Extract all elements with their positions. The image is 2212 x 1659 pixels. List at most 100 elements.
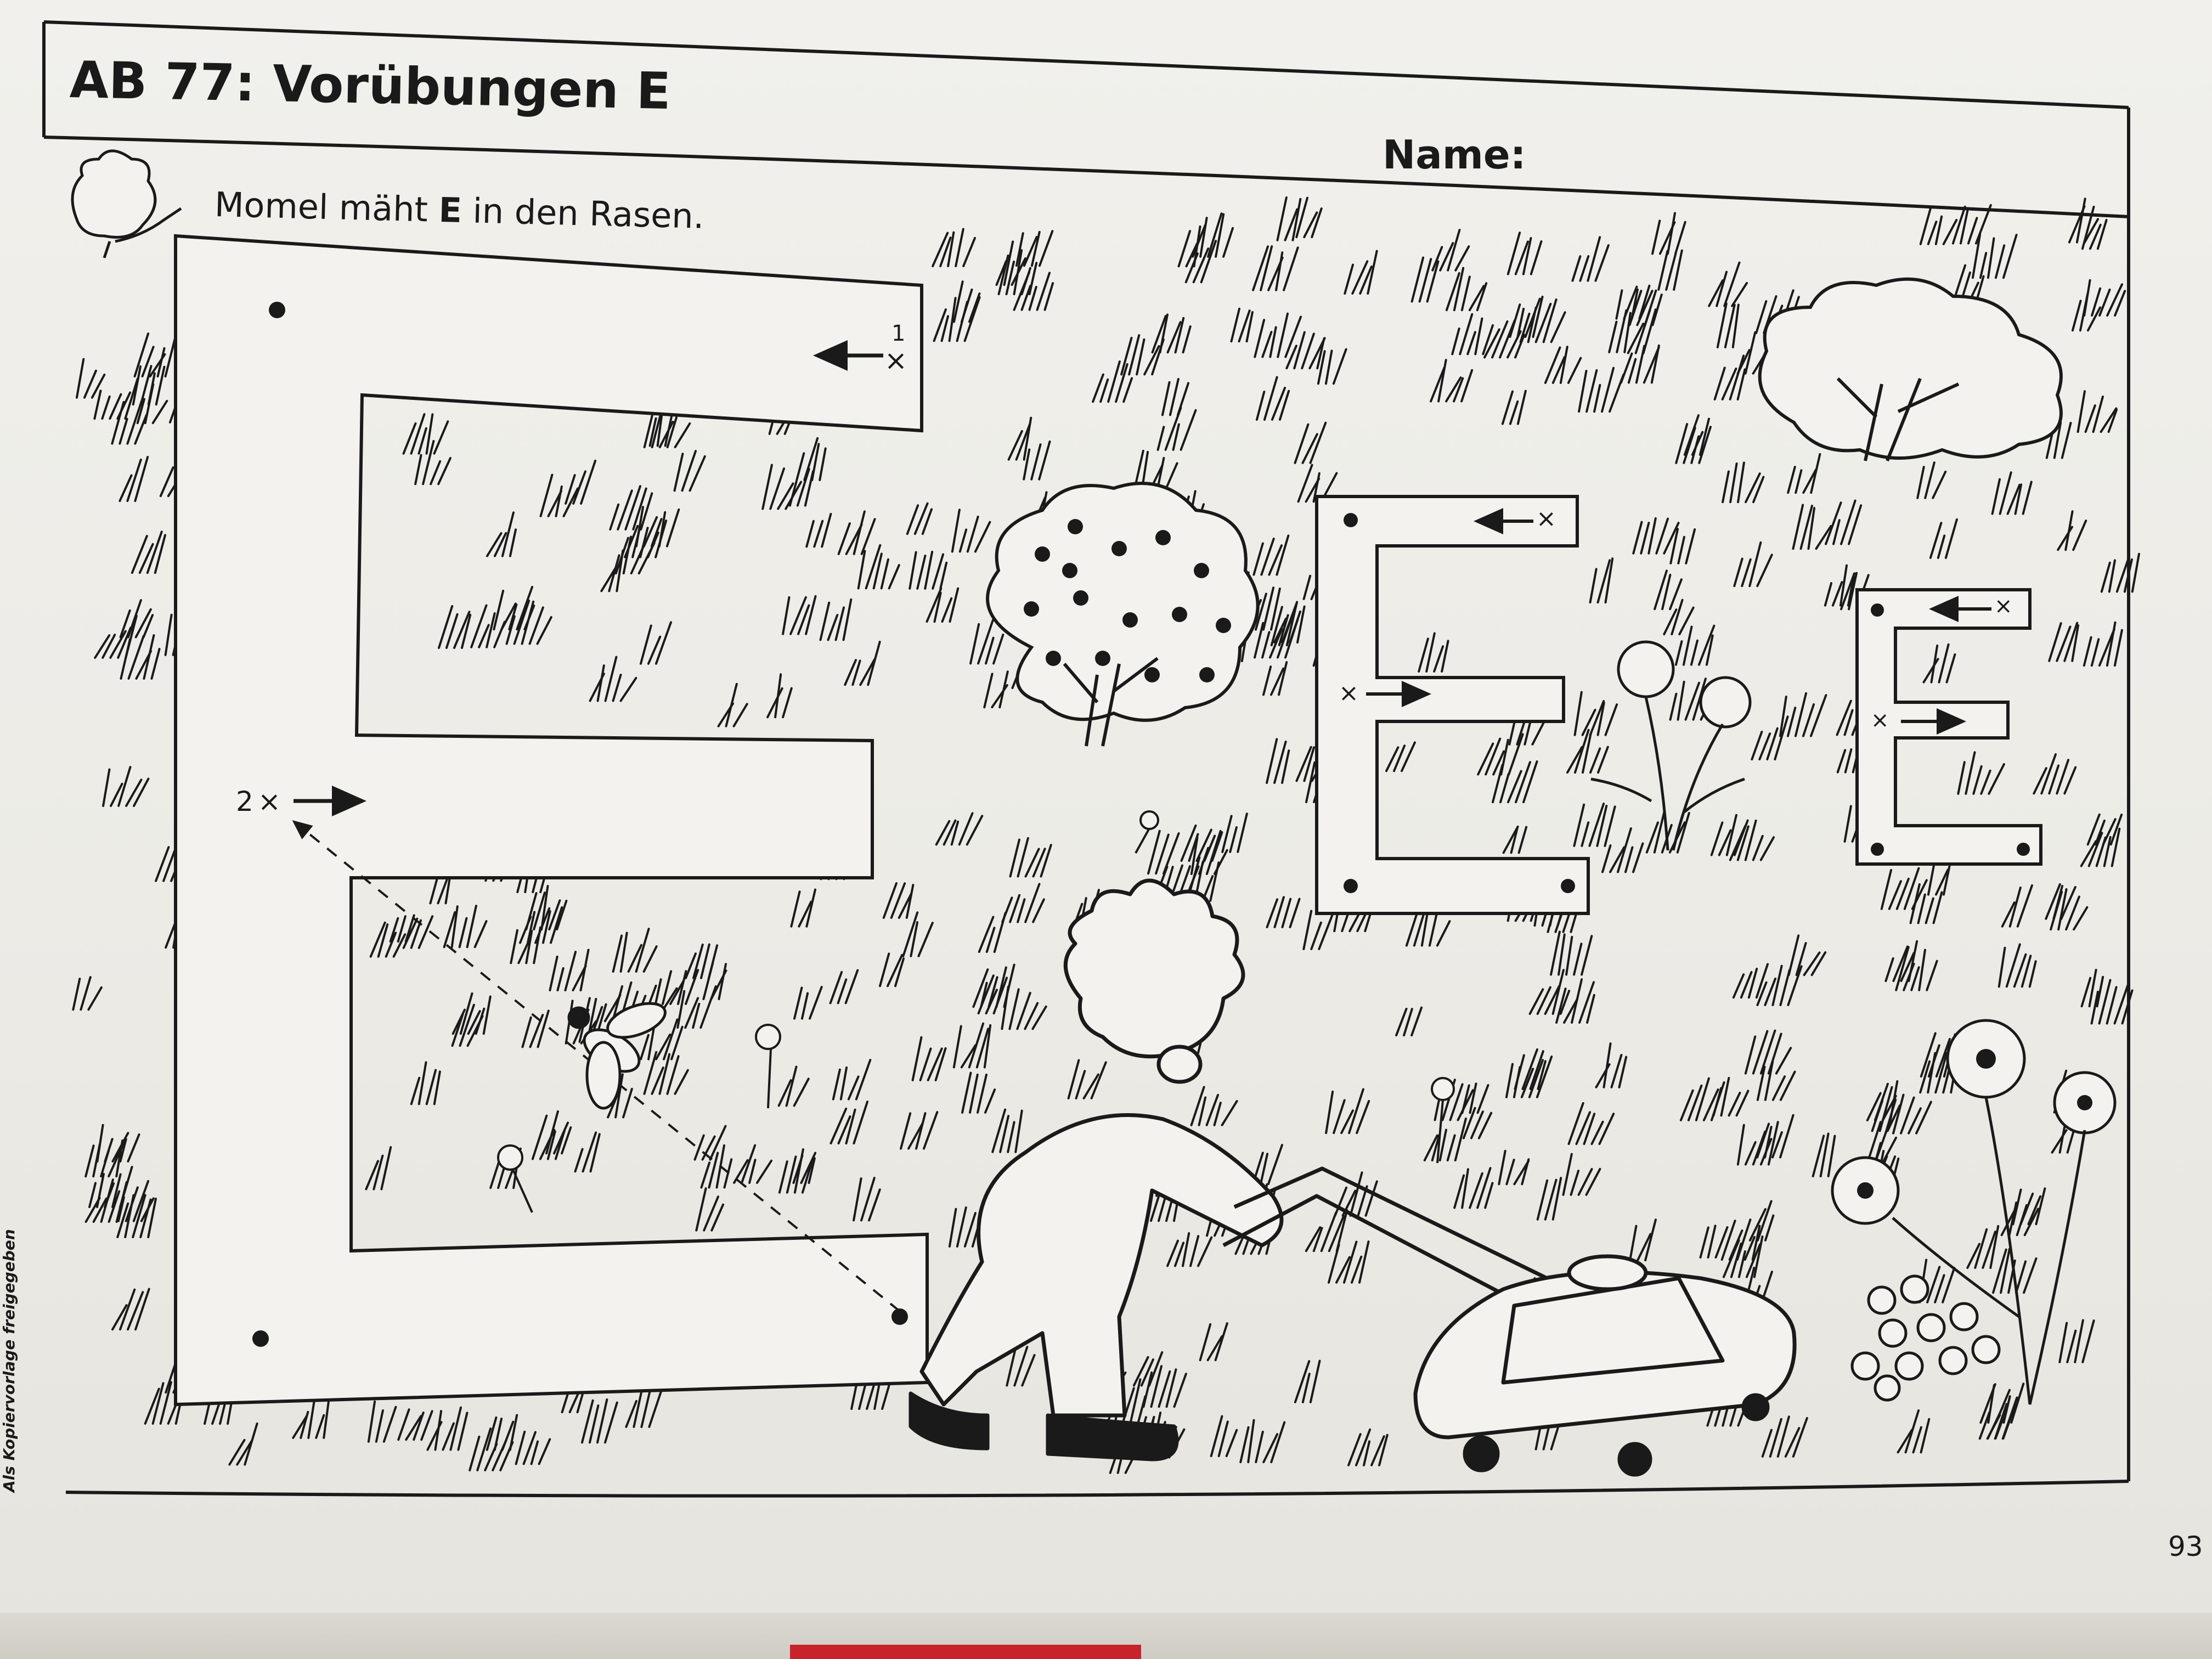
grass-blade [1262, 1433, 1279, 1464]
grass-blade [375, 1409, 384, 1443]
grass-blade [1590, 1120, 1604, 1146]
grass-blade [517, 940, 531, 964]
grass-blade [1277, 619, 1292, 659]
grass-blade [83, 369, 97, 399]
grass-blade [1309, 421, 1327, 464]
grass-blade [1989, 1224, 2000, 1269]
grass-blade [1912, 1426, 1922, 1454]
grass-blade [564, 951, 577, 991]
grass-blade [921, 508, 933, 535]
grass-blade [1024, 1002, 1039, 1030]
grass-blade [1007, 1121, 1015, 1153]
grass-blade [1732, 973, 1745, 999]
grass-blade [1674, 221, 1686, 255]
grass-blade [1165, 1368, 1177, 1408]
grass-blade [1743, 1236, 1756, 1261]
grass-blade [1756, 1200, 1773, 1242]
grass-blade [244, 1422, 258, 1466]
grass-blade [2087, 832, 2103, 867]
grass-blade [1180, 865, 1192, 892]
grass-blade [640, 492, 653, 531]
grass-blade [1013, 1346, 1029, 1387]
grass-blade [561, 1126, 572, 1155]
grass-blade [1433, 645, 1444, 673]
grass-blade [1934, 868, 1949, 896]
grass-blade [1395, 1007, 1408, 1037]
grass-blade [1438, 1128, 1447, 1161]
grass-blade [478, 624, 490, 648]
grass-blade [132, 365, 142, 406]
grass-blade [1237, 812, 1248, 853]
grass-blade [1551, 356, 1566, 384]
grass-blade [139, 365, 153, 406]
grass-blade [1403, 1008, 1413, 1037]
grass-blade [648, 417, 657, 447]
grass-blade [1129, 1378, 1142, 1424]
grass-blade [1405, 910, 1419, 947]
grass-blade [1900, 952, 1915, 983]
grass-blade [1163, 832, 1180, 875]
grass-blade [963, 296, 981, 342]
grass-blade [413, 1411, 425, 1441]
grass-blade [377, 923, 389, 958]
bee-drawing [567, 1002, 667, 1110]
grass-blade [1296, 605, 1306, 644]
grass-blade [1731, 303, 1740, 348]
grass-blade [1009, 838, 1020, 878]
grass-blade [1918, 949, 1926, 991]
grass-blade [786, 1155, 797, 1194]
apple-dot [1024, 601, 1039, 617]
grass-blade [1934, 215, 1943, 245]
grass-blade [614, 537, 629, 575]
grass-blade [1692, 678, 1707, 721]
grass-blade [919, 1047, 932, 1081]
grass-blade [1301, 332, 1315, 370]
grass-blade [647, 635, 662, 665]
grass-blade [853, 1101, 869, 1145]
grass-blade [1731, 281, 1748, 307]
grass-blade [995, 260, 1007, 286]
grass-blade [139, 1198, 152, 1239]
grass-blade [805, 595, 817, 635]
grass-blade [1156, 426, 1165, 451]
grass-blade [539, 473, 554, 517]
grass-blade [1410, 1006, 1423, 1037]
grass-blade [117, 1196, 125, 1222]
grass-blade [1024, 883, 1041, 923]
grass-blade [87, 986, 103, 1011]
grass-blade [1667, 212, 1676, 255]
grass-blade [858, 1381, 867, 1410]
grass-blade [907, 1122, 924, 1150]
grass-blade [1453, 377, 1464, 403]
grass-blade [1516, 390, 1527, 425]
grass-blade [417, 1061, 427, 1105]
grass-blade [666, 1055, 680, 1095]
grass-blade [998, 670, 1009, 709]
grass-blade [1994, 244, 2006, 279]
grass-blade [1470, 1110, 1484, 1139]
grass-blade [2073, 906, 2089, 931]
grass-blade [2013, 953, 2027, 988]
grass-blade [315, 1414, 325, 1439]
grass-blade [1586, 994, 1595, 1024]
grass-blade [1185, 242, 1198, 268]
grass-blade [985, 989, 998, 1015]
grass-blade [1679, 1089, 1694, 1121]
grass-blade [1832, 519, 1841, 545]
grass-blade [934, 1047, 947, 1081]
grass-blade [146, 531, 163, 574]
grass-blade [1266, 898, 1279, 928]
grass-blade [1874, 1082, 1889, 1122]
grass-blade [92, 1143, 101, 1178]
grass-blade [2001, 1396, 2018, 1440]
grass-blade [673, 453, 684, 492]
grass-blade [155, 365, 166, 406]
grass-blade [1137, 1395, 1147, 1424]
grass-blade [857, 550, 866, 590]
grass-blade [451, 1013, 464, 1047]
small-e-dots [1871, 603, 2030, 856]
grass-blade [676, 990, 686, 1029]
grass-blade [430, 460, 442, 486]
grass-blade [142, 614, 154, 639]
grass-blade [1942, 218, 1958, 245]
